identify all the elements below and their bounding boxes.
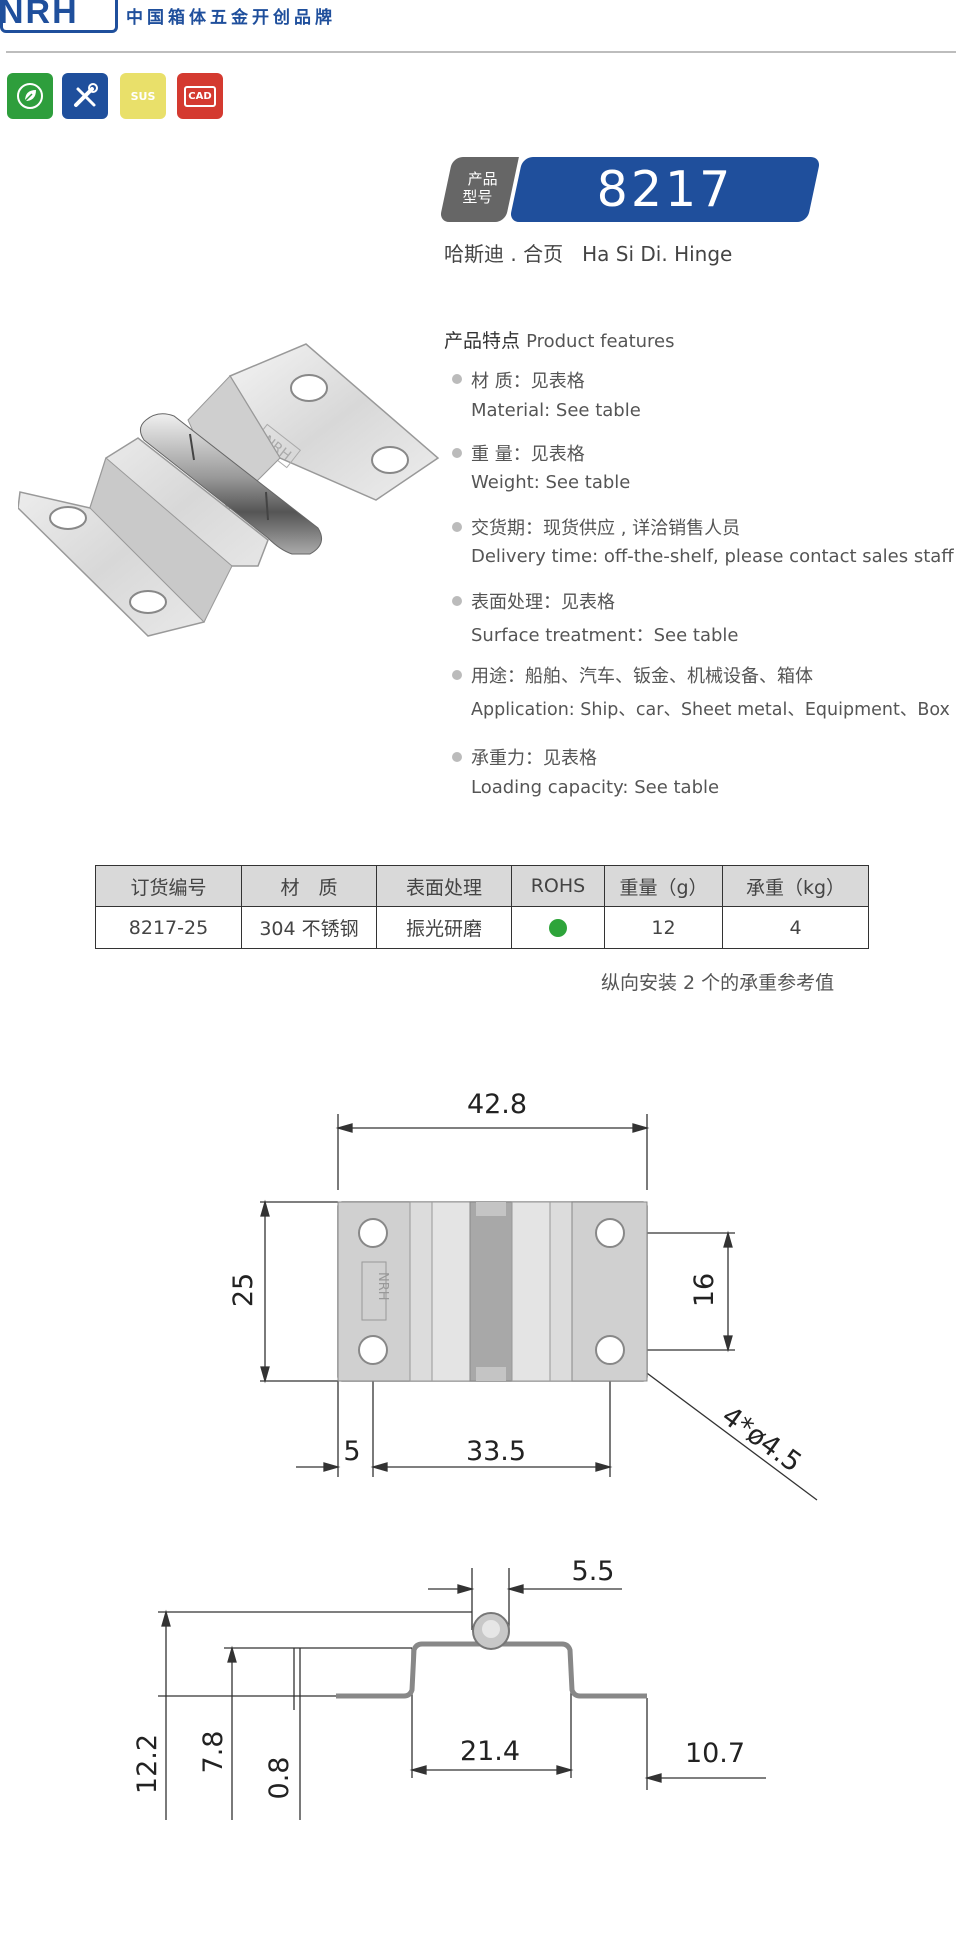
dim-width-label: 42.8 (467, 1089, 527, 1120)
feature-material-en: Material: See table (471, 400, 641, 421)
dim-hole-label: 4*ø4.5 (716, 1401, 807, 1479)
feature-surface-en: Surface treatment：See table (471, 625, 739, 646)
feature-loading-en: Loading capacity: See table (471, 777, 720, 798)
dim-step-label: 7.8 (198, 1731, 229, 1774)
sus-label: SUS (130, 89, 156, 103)
feature-delivery-cn: 交货期：现货供应 , 详洽销售人员 (471, 518, 741, 539)
feature-bullet (452, 374, 462, 384)
feature-bullet (452, 448, 462, 458)
cell-material: 304 不锈钢 (241, 906, 377, 949)
cell-code: 8217-25 (95, 906, 242, 949)
dim-hole-spacing-label: 16 (689, 1273, 720, 1307)
tag-line-2: 型号 (462, 188, 493, 206)
model-number: 8217 (596, 161, 734, 218)
cell-finish: 振光研磨 (376, 906, 512, 949)
table-note: 纵向安装 2 个的承重参考值 (601, 972, 835, 994)
feature-application-cn: 用途：船舶、汽车、钣金、机械设备、箱体 (471, 666, 813, 687)
cell-rohs (511, 906, 605, 949)
feature-delivery-en: Delivery time: off-the-shelf, please con… (471, 546, 954, 567)
feature-loading-cn: 承重力：见表格 (471, 748, 597, 769)
feature-weight-cn: 重 量：见表格 (471, 444, 585, 465)
cell-weight: 12 (604, 906, 723, 949)
features-heading: 产品特点 Product features (444, 326, 675, 353)
dim-flange-label: 10.7 (685, 1738, 745, 1769)
feature-surface-cn: 表面处理：见表格 (471, 592, 615, 613)
col-header-weight: 重量（g） (604, 865, 723, 907)
feature-material-cn: 材 质：见表格 (471, 371, 585, 392)
feature-bullet (452, 670, 462, 680)
dim-center-width-label: 21.4 (460, 1736, 520, 1767)
dim-hole-span-label: 33.5 (466, 1436, 526, 1467)
col-header-finish: 表面处理 (376, 865, 512, 907)
feature-bullet (452, 596, 462, 606)
dim-thickness-label: 0.8 (264, 1757, 295, 1800)
cad-label: CAD (184, 85, 216, 107)
col-header-rohs: ROHS (511, 865, 605, 907)
col-header-load: 承重（kg） (722, 865, 869, 907)
dim-height-label: 25 (228, 1273, 259, 1307)
col-header-material: 材 质 (241, 865, 377, 907)
hinge-product-image: NRH (18, 343, 440, 637)
feature-bullet (452, 752, 462, 762)
brand-logo: NRH (0, 0, 118, 33)
feature-bullet (452, 522, 462, 532)
brand-slogan: 中国箱体五金开创品牌 (126, 8, 336, 28)
table-header-row: 订货编号 材 质 表面处理 ROHS 重量（g） 承重（kg） (95, 865, 869, 907)
dim-edge-offset-label: 5 (343, 1436, 360, 1467)
eco-leaf-icon (7, 73, 53, 119)
top-view-drawing: NRH 42.8 25 16 4*ø4.5 5 33.5 (228, 1089, 818, 1501)
features-heading-cn: 产品特点 (444, 330, 521, 352)
model-tag-label: 产品 型号 (439, 157, 519, 222)
cad-icon: CAD (177, 73, 223, 119)
product-name: 哈斯迪 . 合页 Ha Si Di. Hinge (444, 242, 733, 266)
tools-icon (62, 73, 108, 119)
dim-pin-label: 5.5 (572, 1556, 615, 1587)
sus-icon: SUS (120, 73, 166, 119)
side-view-drawing: 5.5 12.2 7.8 0.8 21.4 10.7 (132, 1556, 766, 1820)
dim-total-height-label: 12.2 (132, 1734, 163, 1794)
feature-weight-en: Weight: See table (471, 472, 631, 493)
col-header-code: 订货编号 (95, 865, 242, 907)
header-divider (6, 51, 956, 53)
plate-logo-text: NRH (375, 1272, 390, 1301)
feature-application-en: Application: Ship、car、Sheet metal、Equipm… (471, 700, 950, 720)
table-row: 8217-25 304 不锈钢 振光研磨 12 4 (95, 906, 869, 949)
rohs-compliant-dot (549, 919, 567, 937)
tag-line-1: 产品 (467, 170, 498, 188)
cell-load: 4 (722, 906, 869, 949)
spec-table: 订货编号 材 质 表面处理 ROHS 重量（g） 承重（kg） 8217-25 … (95, 865, 869, 949)
features-heading-en: Product features (526, 331, 675, 352)
